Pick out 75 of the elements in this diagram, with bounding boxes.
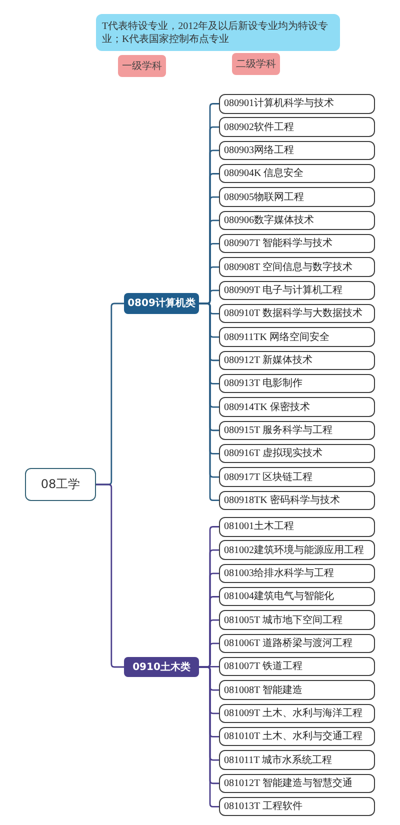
node-label: 081006T 道路桥梁与渡河工程 [224,636,352,650]
node-label: 08工学 [40,476,80,492]
node-label: 080901计算机科学与技术 [224,97,334,110]
node-label: 080913T 电影制作 [224,377,302,390]
node-label: 081004建筑电气与智能化 [224,590,334,604]
node-label: 一级学科 [122,60,162,72]
major-box [219,634,375,654]
major-box [219,564,375,584]
node-label: 080914TK 保密技术 [224,400,310,414]
major-box [219,444,375,464]
node-label: 080902软件工程 [224,120,294,134]
major-box [219,467,375,487]
node-label: T代表特设专业，2012年及以后新设专业均为特设专业；K代表国家控制布点专业 [102,20,330,46]
node-label: 080904K 信息安全 [224,167,304,180]
major-box [219,210,375,230]
major-box [219,234,375,254]
node-label: 081013T 工程软件 [224,800,302,814]
major-box [219,774,375,794]
node-label: 080918TK 密码科学与技术 [224,494,340,507]
category-box [124,657,199,677]
major-box [219,796,375,816]
node-label: 080910T 数据科学与大数据技术 [224,307,362,320]
node-label: 080915T 服务科学与工程 [224,424,332,437]
major-box [219,726,375,746]
node-label: 080912T 新媒体技术 [224,354,312,367]
major-box [219,517,375,536]
node-label: 081005T 城市地下空间工程 [224,614,342,627]
note-box [96,14,340,51]
node-label: 081010T 土木、水利与交通工程 [224,730,362,744]
node-label: 081009T 土木、水利与海洋工程 [224,706,362,720]
node-label: 081002建筑环境与能源应用工程 [224,544,364,557]
node-label: 080909T 电子与计算机工程 [224,284,342,297]
node-label: 080917T 区块链工程 [224,470,312,484]
major-box [219,117,375,137]
node-label: 080908T 空间信息与数字技术 [224,260,352,274]
major-box [219,187,375,207]
node-label: 080916T 虚拟现实技术 [224,447,322,460]
node-label: 080906数字媒体技术 [224,214,314,227]
node-label: 080907T 智能科学与技术 [224,237,332,250]
category-box [124,293,199,314]
node-label: 080911TK 网络空间安全 [224,330,330,344]
major-box [219,94,375,114]
node-label: 081012T 智能建造与智慧交通 [224,776,352,790]
major-box [219,586,375,606]
heading-tag [232,53,280,75]
major-box [219,656,375,676]
major-box [219,280,375,300]
major-box [219,420,375,440]
node-label: 081007T 铁道工程 [224,660,302,674]
major-box [219,750,375,770]
node-label: 080905物联网工程 [224,190,304,204]
node-label: 0809计算机类 [128,297,196,310]
major-box [219,304,375,324]
major-box [219,327,375,347]
heading-tag [118,55,166,77]
major-box [219,490,375,510]
major-box [219,680,375,700]
major-box [219,704,375,724]
node-label: 二级学科 [236,58,276,70]
major-box [219,350,375,370]
bracket-connector [199,666,219,808]
node-label: 081011T 城市水系统工程 [224,754,332,767]
root-box [25,468,96,501]
major-box [219,397,375,417]
node-label: 080903网络工程 [224,144,294,157]
node-label: 081001土木工程 [224,520,294,534]
major-box [219,140,375,160]
major-box [219,610,375,630]
major-box [219,257,375,277]
node-label: 0910土木类 [132,660,190,674]
major-box [219,540,375,560]
major-box [219,164,375,184]
major-box [219,374,375,394]
node-label: 081008T 智能建造 [224,684,302,697]
node-label: 081003给排水科学与工程 [224,566,334,580]
